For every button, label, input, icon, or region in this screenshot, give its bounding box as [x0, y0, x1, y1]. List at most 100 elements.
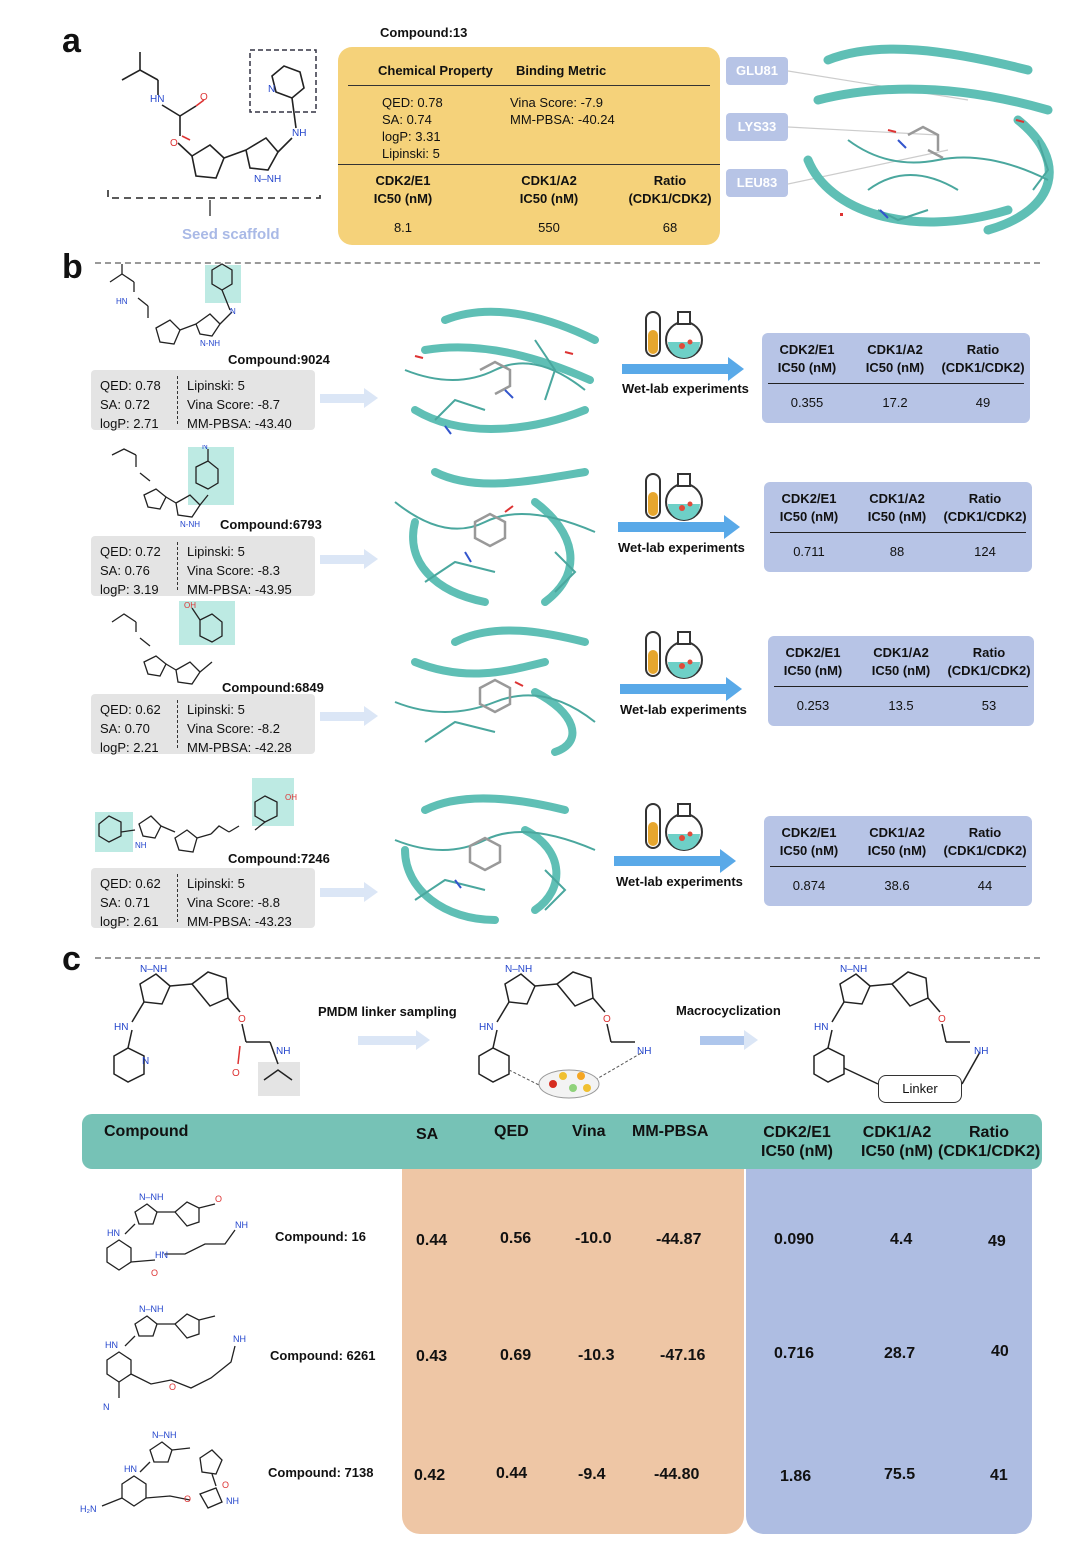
highlight-9024 — [205, 265, 241, 303]
header-vina: Vina — [572, 1123, 606, 1140]
svg-text:HN: HN — [479, 1022, 493, 1033]
svg-text:HN: HN — [107, 1228, 120, 1238]
svg-text:N–NH: N–NH — [139, 1192, 164, 1202]
wetlab-label-2: Wet-lab experiments — [618, 540, 745, 555]
molecule-compound-16: N–NH HN O NH HN O — [106, 1192, 248, 1278]
prop-sa: SA: 0.74 — [382, 112, 432, 127]
wetlab-label-4: Wet-lab experiments — [616, 874, 743, 889]
svg-text:NH: NH — [637, 1046, 651, 1057]
step-pmdm-label: PMDM linker sampling — [318, 1004, 457, 1019]
header-ratio: Ratio(CDK1/CDK2) — [938, 1124, 1041, 1160]
row2-ratio: 40 — [991, 1343, 1009, 1360]
compound-7246-label: Compound:7246 — [228, 851, 330, 866]
panel-a-letter: a — [62, 22, 81, 60]
row3-mmpbsa: -44.80 — [654, 1466, 700, 1483]
svg-text:N-NH: N-NH — [200, 339, 220, 348]
molecule-6849: OH — [111, 601, 223, 685]
svg-text:N–NH: N–NH — [152, 1430, 177, 1440]
ic50-rule — [338, 164, 720, 165]
row3-compound-name: Compound: 7138 — [268, 1465, 374, 1480]
wetlab-label-3: Wet-lab experiments — [620, 702, 747, 717]
docking-pose-6793 — [394, 468, 596, 606]
flask-icon-4 — [645, 803, 703, 851]
svg-text:O: O — [151, 1268, 158, 1278]
row1-sa: 0.44 — [416, 1232, 448, 1249]
flask-icon-2 — [645, 473, 703, 521]
residue-lys33: LYS33 — [726, 113, 788, 141]
svg-text:N: N — [230, 307, 236, 316]
svg-text:O: O — [222, 1480, 229, 1490]
svg-text:N: N — [268, 84, 275, 95]
svg-text:OH: OH — [285, 793, 297, 802]
row2-cdk1: 28.7 — [884, 1345, 916, 1362]
arrow-wetlab-2 — [618, 515, 740, 539]
svg-text:HN: HN — [150, 94, 164, 105]
molecule-6793: NN-NH — [111, 445, 219, 529]
header-rule — [348, 85, 710, 86]
binding-vina: Vina Score: -7.9 — [510, 95, 603, 110]
svg-text:HN: HN — [105, 1340, 118, 1350]
docking-pose-7246 — [394, 794, 596, 924]
property-list: QED: 0.78 SA: 0.74 logP: 3.31 Lipinski: … — [382, 94, 443, 162]
arrow-pmdm — [358, 1030, 430, 1050]
row1-cdk2: 0.090 — [774, 1231, 815, 1248]
highlight-6849 — [179, 601, 235, 645]
residue-leu83: LEU83 — [726, 169, 788, 197]
row3-vina: -9.4 — [578, 1466, 606, 1483]
svg-text:O: O — [200, 92, 208, 103]
svg-text:NH: NH — [235, 1220, 248, 1230]
svg-text:NH: NH — [226, 1496, 239, 1506]
svg-text:O: O — [169, 1382, 176, 1392]
svg-text:O: O — [938, 1014, 946, 1025]
binding-metric-header: Binding Metric — [516, 63, 607, 78]
orange-metric-column — [402, 1150, 744, 1534]
residue-glu81: GLU81 — [726, 57, 788, 85]
svg-text:OH: OH — [184, 601, 196, 610]
svg-text:O: O — [215, 1194, 222, 1204]
svg-text:O: O — [232, 1068, 240, 1079]
arrow-7246-to-pose — [320, 882, 378, 902]
row3-qed: 0.44 — [496, 1465, 528, 1482]
panel-b-letter: b — [62, 248, 83, 286]
svg-text:HN: HN — [114, 1022, 128, 1033]
svg-text:O: O — [170, 138, 178, 149]
linker-box: Linker — [878, 1075, 962, 1103]
svg-text:HN: HN — [155, 1250, 168, 1260]
seed-scaffold-molecule: HN O O N–NH NH N — [107, 49, 321, 216]
row1-mmpbsa: -44.87 — [656, 1231, 702, 1248]
row1-cdk1: 4.4 — [890, 1231, 913, 1248]
compound-6849-label: Compound:6849 — [222, 680, 324, 695]
docking-pose-9024 — [404, 307, 599, 435]
chemical-property-header: Chemical Property — [378, 63, 493, 78]
separator-a-b — [95, 262, 1040, 264]
svg-text:O: O — [184, 1494, 191, 1504]
row1-ratio: 49 — [988, 1233, 1006, 1250]
row2-compound-name: Compound: 6261 — [270, 1348, 376, 1363]
svg-text:O: O — [238, 1014, 246, 1025]
row3-sa: 0.42 — [414, 1467, 446, 1484]
arrow-wetlab-4 — [614, 849, 736, 873]
header-sa: SA — [416, 1126, 439, 1143]
cdk1-value: 550 — [538, 220, 560, 235]
row3-cdk2: 1.86 — [780, 1468, 812, 1485]
svg-text:H₂N: H₂N — [80, 1504, 97, 1514]
header-mmpbsa: MM-PBSA — [632, 1123, 709, 1140]
svg-text:NH: NH — [233, 1334, 246, 1344]
docking-pose-6849 — [394, 626, 596, 756]
arrow-6849-to-pose — [320, 706, 378, 726]
svg-text:N–NH: N–NH — [505, 964, 532, 975]
header-compound: Compound — [104, 1123, 189, 1140]
blue-ic50-column — [746, 1150, 1032, 1534]
prop-qed: QED: 0.78 — [382, 95, 443, 110]
svg-text:NH: NH — [276, 1046, 290, 1057]
svg-text:N–NH: N–NH — [139, 1304, 164, 1314]
svg-text:N–NH: N–NH — [254, 174, 281, 185]
